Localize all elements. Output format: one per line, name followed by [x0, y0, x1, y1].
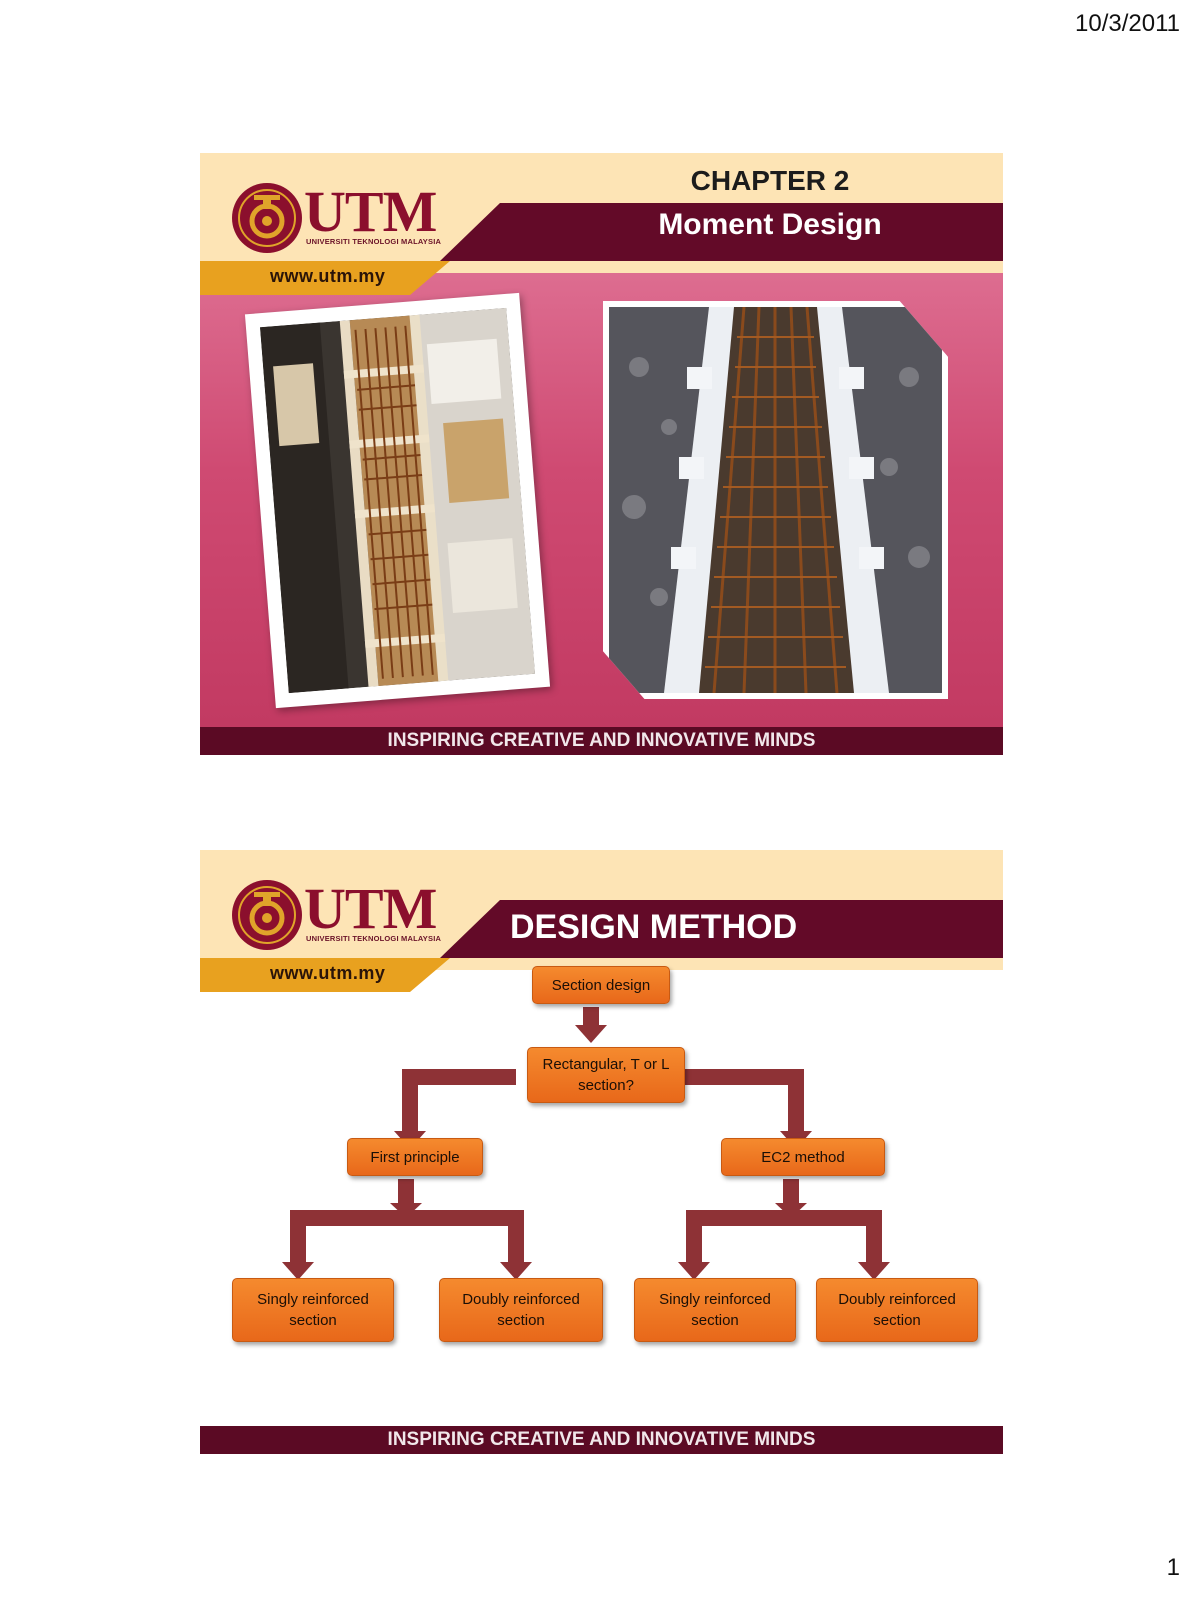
- url-band: [200, 958, 450, 992]
- flow-right-doubly-reinforced: Doubly reinforced section: [816, 1278, 978, 1342]
- utm-crest-icon: [232, 183, 302, 253]
- logo-wordmark: UTM: [304, 179, 437, 244]
- slide-title: DESIGN METHOD: [510, 908, 798, 946]
- url-band: [200, 261, 450, 295]
- chapter-label: CHAPTER 2: [690, 165, 850, 196]
- logo-subtitle: UNIVERSITI TEKNOLOGI MALAYSIA: [306, 934, 442, 943]
- website-url: www.utm.my: [270, 266, 386, 286]
- logo-subtitle: UNIVERSITI TEKNOLOGI MALAYSIA: [306, 237, 442, 246]
- website-url: www.utm.my: [270, 963, 386, 983]
- utm-crest-icon: [232, 880, 302, 950]
- slide-chapter-title: www.utm.my UTM UNIVERSITI TEKNOLOGI MALA…: [200, 153, 1003, 755]
- page-number: 1: [1166, 1554, 1180, 1581]
- flow-left-singly-reinforced: Singly reinforced section: [232, 1278, 394, 1342]
- flowchart-arrows: [282, 1007, 890, 1280]
- flow-section-design: Section design: [532, 966, 670, 1004]
- flow-left-doubly-reinforced: Doubly reinforced section: [439, 1278, 603, 1342]
- page-date: 10/3/2011: [1075, 10, 1180, 37]
- photo-beam-formwork-rebar: [244, 292, 551, 709]
- header-title-band: [440, 900, 1003, 958]
- flow-right-singly-reinforced: Singly reinforced section: [634, 1278, 796, 1342]
- photo-foundation-rebar-cage: [603, 301, 948, 699]
- slide-design-method: www.utm.my UTM UNIVERSITI TEKNOLOGI MALA…: [200, 850, 1003, 1454]
- header-title-band: [440, 203, 1003, 261]
- flow-section-type-question: Rectangular, T or L section?: [527, 1047, 685, 1103]
- beam-formwork-image: [259, 307, 536, 694]
- foundation-rebar-image: [609, 307, 942, 693]
- logo-wordmark: UTM: [304, 876, 437, 941]
- slide-title: Moment Design: [658, 208, 882, 241]
- slide-footer: INSPIRING CREATIVE AND INNOVATIVE MINDS: [200, 1426, 1003, 1454]
- flow-first-principle: First principle: [347, 1138, 483, 1176]
- slide-footer: INSPIRING CREATIVE AND INNOVATIVE MINDS: [200, 727, 1003, 755]
- flow-ec2-method: EC2 method: [721, 1138, 885, 1176]
